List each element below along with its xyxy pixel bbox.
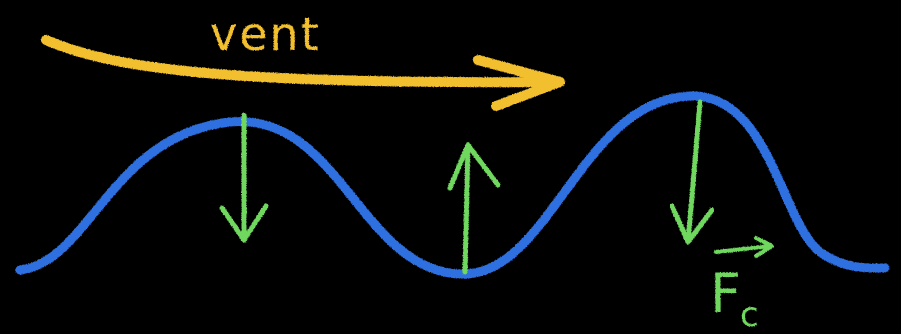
wind-label: vent	[210, 7, 321, 61]
force-label-subscript: c	[740, 295, 759, 334]
force-label-letter: F	[710, 262, 741, 325]
